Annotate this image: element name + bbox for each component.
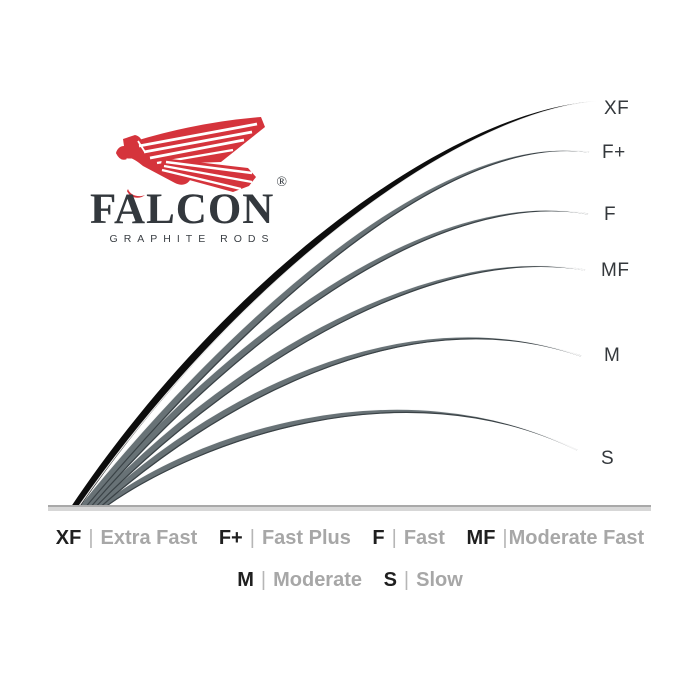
- baseline-bar-top-edge: [48, 505, 651, 507]
- legend-separator: |: [391, 527, 397, 549]
- curve-label-f-plus: F+: [602, 142, 626, 163]
- legend-name-fast: Fast: [403, 527, 445, 549]
- curve-f-edge: [91, 210, 589, 507]
- legend-abbr-f-plus: F+: [218, 527, 243, 549]
- curve-label-mf: MF: [601, 260, 630, 281]
- legend-abbr-s: S: [383, 569, 397, 591]
- legend-abbr-mf: MF: [466, 527, 496, 549]
- curve-label-s: S: [601, 448, 615, 469]
- legend-name-moderate: Moderate: [273, 569, 362, 591]
- curve-s-highlight: [99, 408, 578, 506]
- falcon-tail-stripe: [165, 160, 253, 175]
- brand-wordmark: FALCON®: [70, 175, 306, 233]
- falcon-tail-stripe: [161, 168, 242, 191]
- legend-separator: |: [403, 569, 410, 591]
- legend-name-moderate-fast: Moderate Fast: [508, 527, 645, 549]
- falcon-bird-icon: [116, 117, 265, 198]
- legend-separator: |: [260, 569, 267, 591]
- falcon-head-separation: [137, 140, 146, 153]
- curve-m-edge: [101, 338, 582, 507]
- falcon-beak: [116, 153, 127, 160]
- legend-name-fast-plus: Fast Plus: [261, 527, 351, 549]
- brand-name: FALCON: [89, 186, 275, 233]
- falcon-wing-stripe: [138, 122, 258, 148]
- legend-abbr-xf: XF: [55, 527, 82, 549]
- brand-tagline: GRAPHITE RODS: [109, 233, 275, 245]
- curve-f-plus: [78, 150, 589, 506]
- curve-label-f: F: [604, 204, 617, 225]
- curve-m-highlight: [94, 335, 582, 506]
- legend-separator: |: [88, 527, 94, 549]
- legend-row-2: M | Moderate S | Slow: [0, 569, 700, 591]
- falcon-tail-stripe: [163, 164, 253, 184]
- baseline-bar: [48, 507, 651, 511]
- curve-mf-highlight: [89, 264, 586, 506]
- legend-row-1: XF|Extra Fast F+|Fast Plus F|Fast MF|Mod…: [0, 527, 700, 549]
- curve-f-plus-highlight: [79, 149, 590, 506]
- falcon-claw: [127, 189, 145, 198]
- action-legend: XF|Extra Fast F+|Fast Plus F|Fast MF|Mod…: [0, 527, 700, 591]
- curve-s-edge: [106, 411, 578, 507]
- curve-label-m: M: [604, 345, 621, 366]
- legend-separator: |: [502, 527, 508, 549]
- legend-name-slow: Slow: [416, 569, 463, 591]
- falcon-leg: [128, 179, 144, 191]
- legend-abbr-f: F: [372, 527, 385, 549]
- legend-abbr-m: M: [237, 569, 254, 591]
- legend-name-extra-fast: Extra Fast: [100, 527, 198, 549]
- curve-f-plus-edge: [86, 150, 590, 507]
- falcon-wing-stripe: [143, 130, 253, 154]
- falcon-head: [116, 135, 143, 159]
- curve-xf-highlight: [78, 100, 598, 507]
- legend-separator: |: [249, 527, 255, 549]
- curve-label-xf: XF: [604, 98, 630, 119]
- curve-mf-edge: [96, 265, 586, 507]
- registered-mark: ®: [276, 174, 288, 190]
- falcon-wing-stripe: [149, 138, 245, 160]
